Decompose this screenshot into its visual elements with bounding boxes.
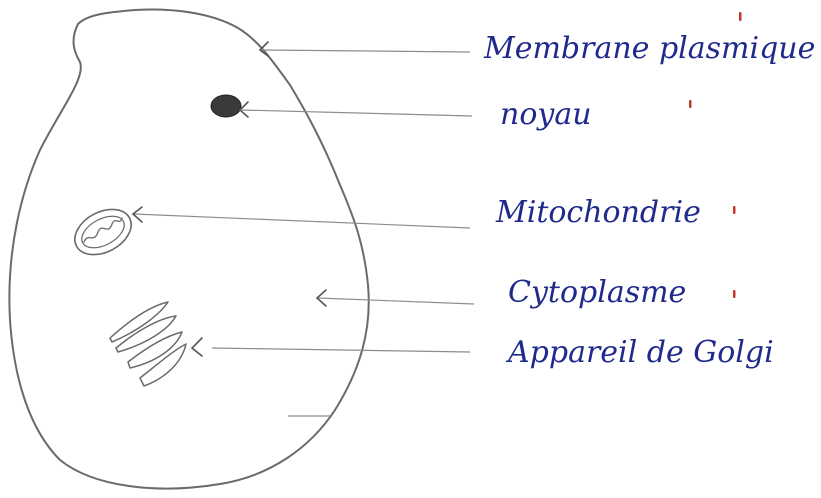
arrowhead-golgi xyxy=(192,338,202,356)
leader-mitochondria xyxy=(134,214,470,228)
leader-nucleus xyxy=(242,110,472,116)
label-membrane: Membrane plasmique xyxy=(483,31,815,66)
check-mark xyxy=(739,12,742,21)
leader-golgi xyxy=(212,348,470,352)
check-mark xyxy=(733,206,736,214)
cell-membrane-outline xyxy=(9,10,368,489)
label-nucleus: noyau xyxy=(500,97,592,132)
leader-membrane xyxy=(262,50,470,52)
leader-cytoplasm xyxy=(318,298,474,304)
label-golgi: Appareil de Golgi xyxy=(505,335,774,370)
label-mitochondria: Mitochondrie xyxy=(495,195,701,230)
check-mark xyxy=(733,290,736,298)
nucleus-shape xyxy=(211,95,241,117)
mitochondria-shape xyxy=(67,200,139,263)
check-mark xyxy=(689,100,692,108)
label-cytoplasm: Cytoplasme xyxy=(508,275,686,310)
golgi-shape xyxy=(110,302,186,386)
